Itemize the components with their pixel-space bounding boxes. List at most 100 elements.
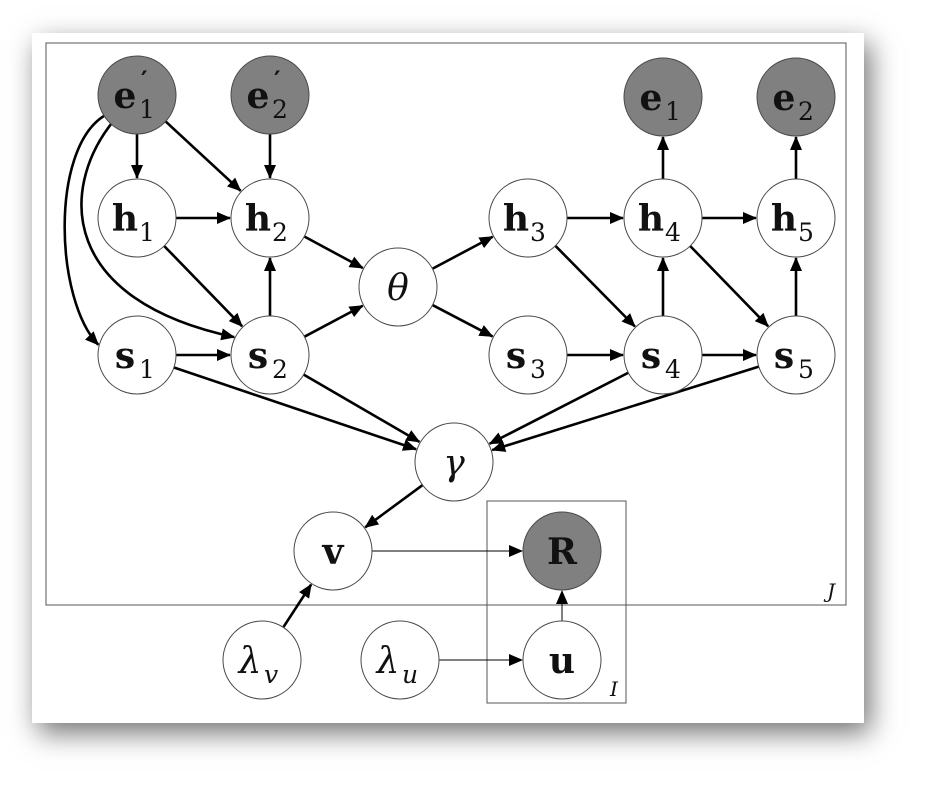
- edge-lambda_v-to-v: [282, 583, 313, 629]
- node-lambda_v-subscript: v: [264, 660, 278, 689]
- node-s5-label: s: [774, 335, 794, 377]
- edge-h1-to-s2: [163, 245, 244, 328]
- node-e2p-subscript: 2: [272, 95, 288, 124]
- node-h2-label: h: [245, 198, 271, 240]
- node-theta: θ: [358, 247, 438, 327]
- edges-layer: [63, 114, 802, 666]
- node-theta-circle: [358, 247, 438, 327]
- node-lambda_u-subscript: u: [402, 660, 418, 689]
- node-u: u: [522, 620, 602, 700]
- edge-e1p-to-s2: [80, 123, 236, 341]
- edge-h4-to-s5: [689, 245, 770, 328]
- node-e1p-circle: [97, 55, 177, 135]
- node-h3-subscript: 3: [530, 218, 546, 247]
- node-s4-circle: [623, 315, 703, 395]
- node-h5-circle: [756, 178, 836, 258]
- plate-J-label: J: [823, 579, 836, 603]
- edge-theta-to-h3: [431, 235, 494, 270]
- node-e2p-circle: [230, 55, 310, 135]
- edge-s5-to-gamma: [491, 365, 760, 452]
- edge-e1p-to-h2: [164, 120, 242, 192]
- node-s4-label: s: [641, 335, 661, 377]
- edge-s2-to-theta: [303, 304, 364, 338]
- node-lambda_v-label: λ: [237, 641, 262, 682]
- node-lambda_u-circle: [360, 620, 440, 700]
- node-e1p-subscript: 1: [139, 95, 155, 124]
- node-e1p-label: e: [114, 75, 137, 117]
- node-e1p: e′1: [97, 55, 177, 135]
- edge-gamma-to-v: [364, 484, 424, 529]
- node-s2-circle: [230, 315, 310, 395]
- node-gamma-circle: [414, 422, 494, 502]
- node-s3-circle: [488, 315, 568, 395]
- node-s5-subscript: 5: [798, 355, 814, 384]
- edge-s1-to-gamma: [173, 366, 418, 451]
- node-s4-subscript: 4: [665, 355, 681, 384]
- edge-h3-to-s4: [554, 244, 636, 328]
- node-h5-subscript: 5: [798, 218, 814, 247]
- node-h5-label: h: [771, 198, 797, 240]
- node-R-label: R: [547, 531, 578, 573]
- node-h1-subscript: 1: [139, 218, 155, 247]
- node-gamma: γ: [414, 422, 494, 502]
- node-h2-circle: [230, 178, 310, 258]
- node-e2p-label: e: [247, 75, 270, 117]
- node-s5-circle: [756, 315, 836, 395]
- node-h4-label: h: [638, 198, 664, 240]
- node-h2-subscript: 2: [272, 218, 288, 247]
- plate-J-frame: [45, 42, 847, 606]
- node-u-label: u: [549, 640, 575, 682]
- node-lambda_u-label: λ: [375, 641, 400, 682]
- node-lambda_v-circle: [222, 620, 302, 700]
- node-e2-subscript: 2: [798, 97, 814, 126]
- edge-e1p-to-s1: [63, 114, 105, 346]
- node-e1-subscript: 1: [665, 97, 681, 126]
- node-e1-circle: [623, 57, 703, 137]
- edge-h2-to-theta: [303, 235, 364, 270]
- plate-I-frame: [486, 500, 627, 704]
- node-s1-label: s: [115, 335, 135, 377]
- node-u-circle: [522, 620, 602, 700]
- node-R: R: [522, 511, 602, 591]
- node-s2-subscript: 2: [272, 355, 288, 384]
- node-h4-subscript: 4: [665, 218, 681, 247]
- node-gamma-label: γ: [443, 443, 465, 484]
- plate-I-label: I: [609, 677, 619, 701]
- node-h1-label: h: [112, 198, 138, 240]
- edge-s2-to-gamma: [303, 373, 421, 444]
- node-s3-label: s: [506, 335, 526, 377]
- node-s1-circle: [97, 315, 177, 395]
- node-v-label: v: [322, 531, 345, 573]
- node-s1-subscript: 1: [139, 355, 155, 384]
- node-theta-label: θ: [387, 268, 409, 309]
- edge-theta-to-s3: [431, 303, 494, 338]
- node-R-circle: [522, 511, 602, 591]
- node-e2-circle: [756, 57, 836, 137]
- node-v: v: [293, 511, 373, 591]
- node-e2p-prime: ′: [274, 66, 281, 95]
- node-e1-label: e: [640, 77, 663, 119]
- node-e2-label: e: [773, 77, 796, 119]
- plates-layer: J I: [45, 42, 847, 704]
- node-s2-label: s: [248, 335, 268, 377]
- edge-s4-to-gamma: [488, 371, 629, 445]
- node-e2p: e′2: [230, 55, 310, 135]
- node-h4-circle: [623, 178, 703, 258]
- node-e1p-prime: ′: [141, 66, 148, 95]
